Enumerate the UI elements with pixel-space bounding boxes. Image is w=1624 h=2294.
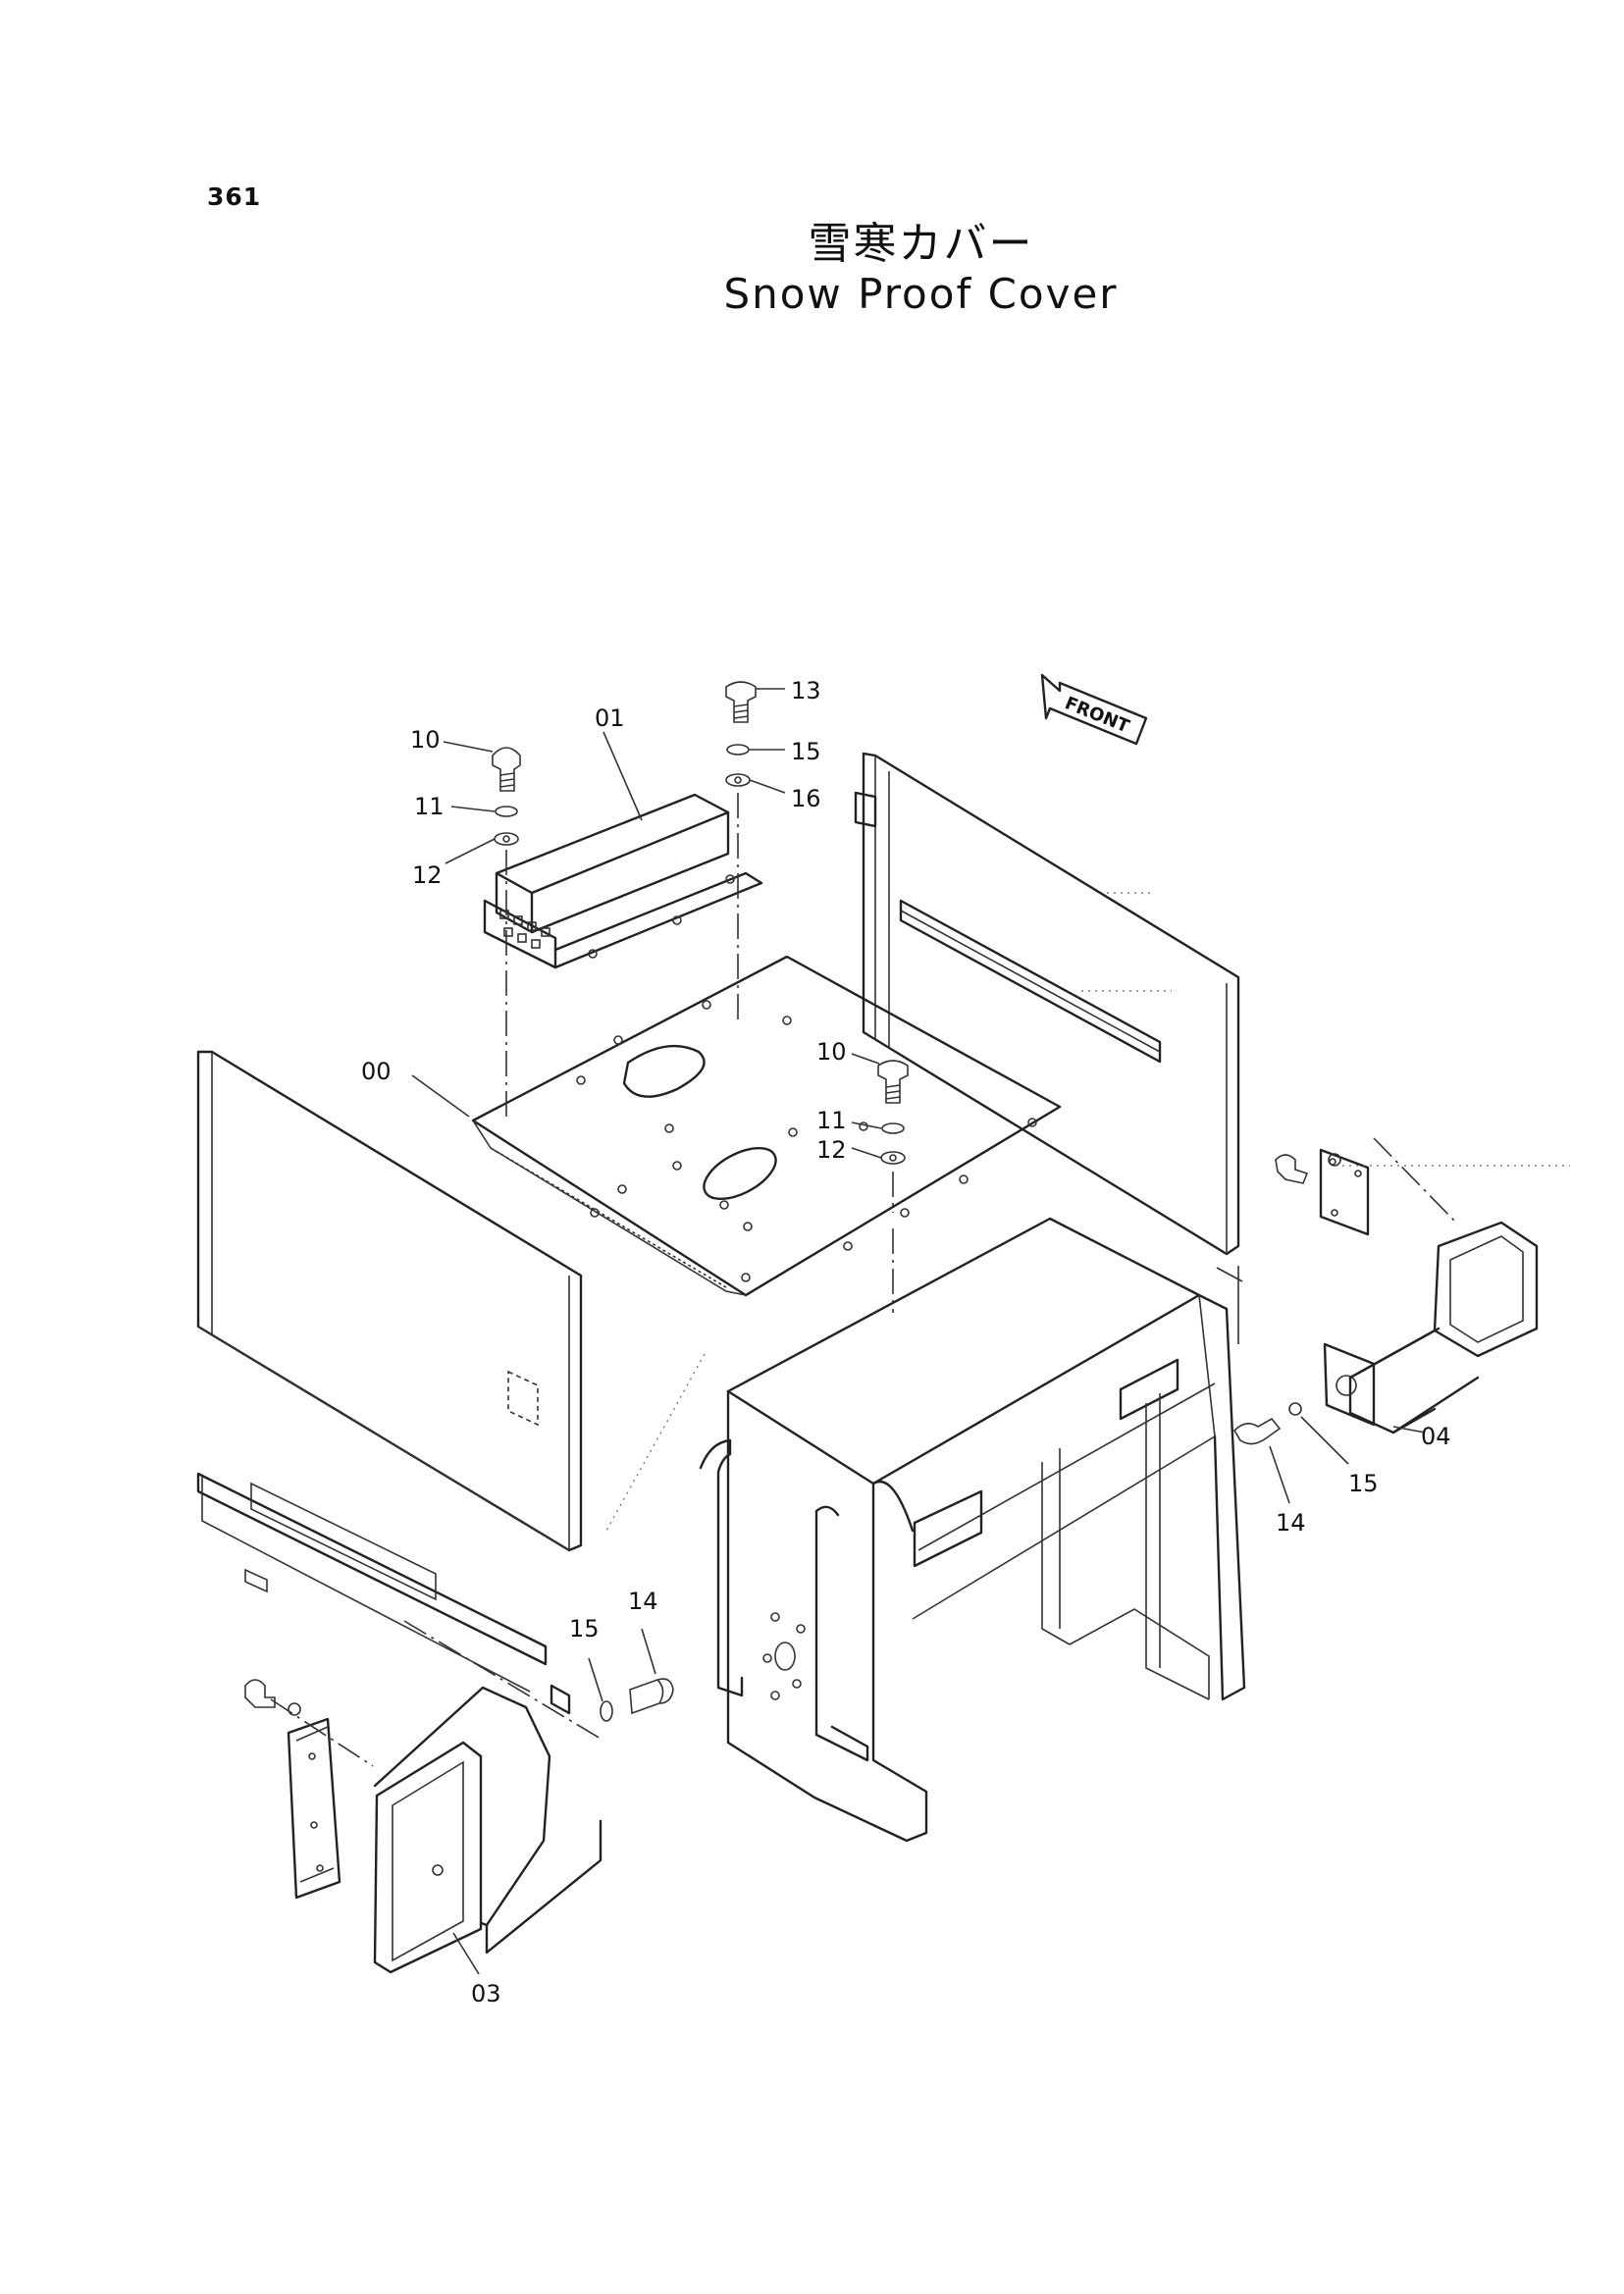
callout-label: 12 — [412, 861, 443, 889]
step-assembly-03 — [244, 1620, 602, 1974]
back-panel-frame — [854, 752, 1243, 1344]
callout-label: 10 — [410, 726, 441, 754]
callout-label: 12 — [816, 1136, 847, 1164]
callout-label: 00 — [361, 1058, 392, 1085]
bolt-group-left — [492, 747, 521, 1119]
callout-leaders — [411, 688, 1426, 1975]
callout-label: 15 — [791, 738, 821, 765]
base-plate-00 — [471, 955, 1062, 1297]
callout-labels: 00 01 03 04 10 11 12 13 15 16 10 11 12 1… — [361, 677, 1451, 2007]
callout-label: 03 — [471, 1980, 501, 2007]
callout-label: 15 — [569, 1615, 600, 1642]
left-side-panel — [196, 1050, 583, 1552]
callout-label: 14 — [1276, 1509, 1306, 1537]
callout-label: 11 — [816, 1107, 847, 1134]
step-assembly-04 — [1232, 1137, 1570, 1445]
callout-label: 04 — [1421, 1423, 1451, 1450]
callout-label: 13 — [791, 677, 821, 704]
callout-label: 01 — [595, 704, 625, 732]
front-arrow-label: FRONT — [1062, 693, 1132, 738]
title-japanese: 雪寒カバー — [808, 219, 1034, 269]
bolt-group-center-top — [725, 681, 757, 1020]
bolt-group-center-right — [877, 1060, 909, 1313]
bolt-group-lower-left — [600, 1678, 674, 1722]
main-frame — [605, 1217, 1246, 1843]
callout-label: 11 — [414, 793, 445, 820]
callout-label: 14 — [628, 1588, 658, 1615]
callout-label: 15 — [1348, 1470, 1379, 1497]
callout-label: 16 — [791, 785, 821, 812]
page-number: 361 — [207, 182, 262, 211]
front-arrow: FRONT — [1040, 673, 1148, 746]
cover-box-01 — [483, 793, 763, 969]
title-english: Snow Proof Cover — [723, 270, 1119, 318]
callout-label: 10 — [816, 1038, 847, 1066]
left-lower-rail — [196, 1472, 548, 1693]
